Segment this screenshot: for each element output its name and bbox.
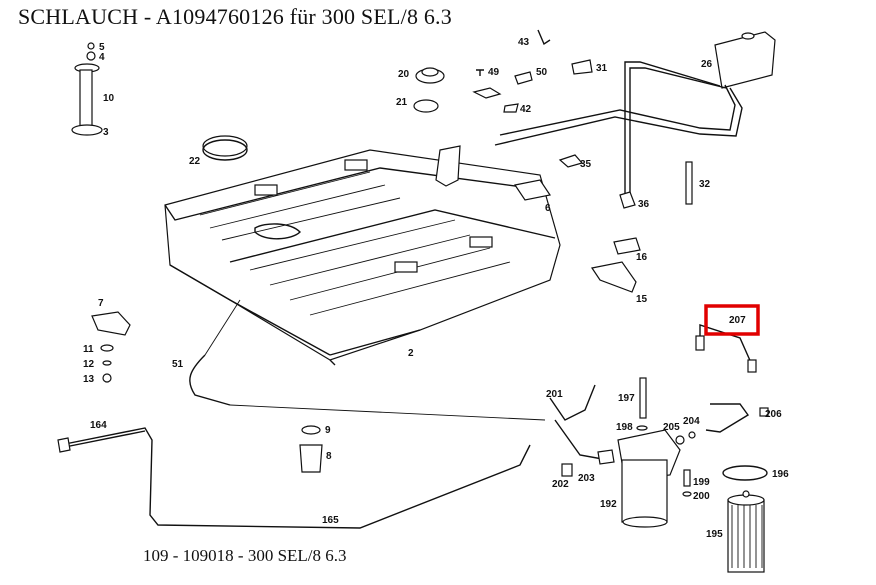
label-196: 196 <box>772 469 789 480</box>
brackets[interactable] <box>472 29 593 113</box>
label-21: 21 <box>396 97 408 108</box>
strainer-8[interactable] <box>299 444 323 473</box>
label-26: 26 <box>701 59 713 70</box>
label-5: 5 <box>99 42 105 53</box>
fuel-tank[interactable] <box>164 145 561 366</box>
bracket-15[interactable] <box>591 261 637 293</box>
washer-11[interactable] <box>100 344 114 352</box>
label-192: 192 <box>600 499 617 510</box>
sender-unit[interactable] <box>71 42 103 136</box>
label-49: 49 <box>488 67 500 78</box>
connector-36[interactable] <box>619 191 636 209</box>
fuel-filter[interactable] <box>549 377 769 528</box>
grommet-35[interactable] <box>558 154 584 168</box>
label-15: 15 <box>636 294 648 305</box>
label-32: 32 <box>699 179 711 190</box>
label-203: 203 <box>578 473 595 484</box>
label-206: 206 <box>765 409 782 420</box>
label-205: 205 <box>663 422 680 433</box>
label-22: 22 <box>189 156 201 167</box>
label-36: 36 <box>638 199 650 210</box>
label-164: 164 <box>90 420 107 431</box>
label-195: 195 <box>706 529 723 540</box>
label-197: 197 <box>618 393 635 404</box>
label-43: 43 <box>518 37 530 48</box>
filter-cartridge-195[interactable] <box>727 490 765 573</box>
label-202: 202 <box>552 479 569 490</box>
label-2: 2 <box>408 348 414 359</box>
seal-9[interactable] <box>301 425 321 435</box>
bracket-16[interactable] <box>613 237 641 255</box>
diagram-title: SCHLAUCH - A1094760126 für 300 SEL/8 6.3 <box>18 4 452 29</box>
nut-13[interactable] <box>102 373 112 383</box>
filler-cap[interactable] <box>413 67 445 113</box>
label-42: 42 <box>520 104 532 115</box>
label-11: 11 <box>83 344 94 355</box>
label-51: 51 <box>172 359 184 370</box>
washer-12[interactable] <box>102 360 112 366</box>
label-198: 198 <box>616 422 633 433</box>
pin-32[interactable] <box>685 161 693 205</box>
gasket-196[interactable] <box>722 465 768 481</box>
label-12: 12 <box>83 359 95 370</box>
bracket-6[interactable] <box>514 179 551 201</box>
label-4: 4 <box>99 52 105 63</box>
label-10: 10 <box>103 93 115 104</box>
hose-51[interactable] <box>189 354 231 406</box>
hose-207[interactable] <box>699 324 753 366</box>
highlight-box <box>704 304 760 336</box>
expansion-tank[interactable] <box>494 31 776 195</box>
cover-plate[interactable] <box>202 135 248 161</box>
label-16: 16 <box>636 252 648 263</box>
label-20: 20 <box>398 69 410 80</box>
label-204: 204 <box>683 416 700 427</box>
label-207: 207 <box>729 315 746 326</box>
label-201: 201 <box>546 389 563 400</box>
label-6: 6 <box>545 203 551 214</box>
label-199: 199 <box>693 477 710 488</box>
label-3: 3 <box>103 127 109 138</box>
label-200: 200 <box>693 491 710 502</box>
label-8: 8 <box>326 451 332 462</box>
label-7: 7 <box>98 298 104 309</box>
label-165: 165 <box>322 515 339 526</box>
label-9: 9 <box>325 425 331 436</box>
mount-plate-7[interactable] <box>91 311 131 336</box>
label-50: 50 <box>536 67 548 78</box>
diagram-footer: 109 - 109018 - 300 SEL/8 6.3 <box>143 546 347 565</box>
label-13: 13 <box>83 374 95 385</box>
label-31: 31 <box>596 63 608 74</box>
fuel-pipe[interactable] <box>57 427 531 529</box>
label-35: 35 <box>580 159 592 170</box>
